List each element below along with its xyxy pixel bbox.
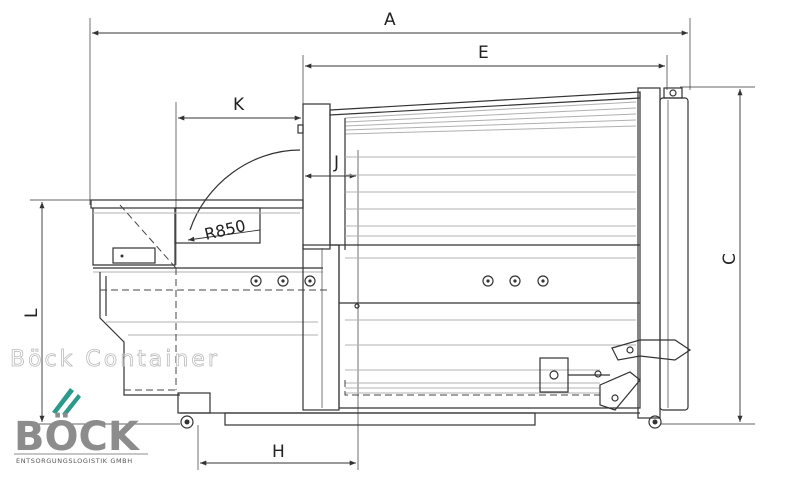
logo-subtitle: ENTSORGUNGSLOGISTIK GMBH [16,457,133,465]
dimension-a-label: A [384,10,396,30]
press-column [302,103,331,250]
press-base [177,392,211,414]
dimension-l-label: L [22,308,42,318]
wheel-right [648,415,662,429]
wheel-left [180,415,194,429]
press-hopper-section [90,103,640,429]
label-plate [112,247,156,264]
dimension-c-label: C [720,253,740,265]
logo-accent-icon [52,388,74,414]
bolt-group-right [482,275,549,287]
dimension-h-label: H [272,442,285,462]
boeck-logo: BÖCK ENTSORGUNGSLOGISTIK GMBH [14,388,148,465]
dimension-k-label: K [233,95,245,115]
press-lower-column [302,244,340,411]
radius-leader [187,229,261,242]
radius-annotation: R850 [187,149,301,244]
door-lock-mechanism [539,339,692,411]
dimension-e-label: E [478,43,489,63]
dimension-j-label: J [333,153,339,173]
hopper-panel [174,207,261,244]
dimension-lines [30,18,755,470]
logo-name: BÖCK [14,412,141,460]
hopper-lid [90,199,304,209]
container-body [224,87,692,429]
radius-arc [189,149,301,231]
radius-label: R850 [203,216,248,244]
rear-door [659,97,689,411]
watermark-text: Böck Container [10,347,220,372]
rear-door-frame [637,87,661,419]
body-ribs [345,156,636,394]
skid-frame [224,412,536,426]
bolt-group-left [250,275,316,287]
